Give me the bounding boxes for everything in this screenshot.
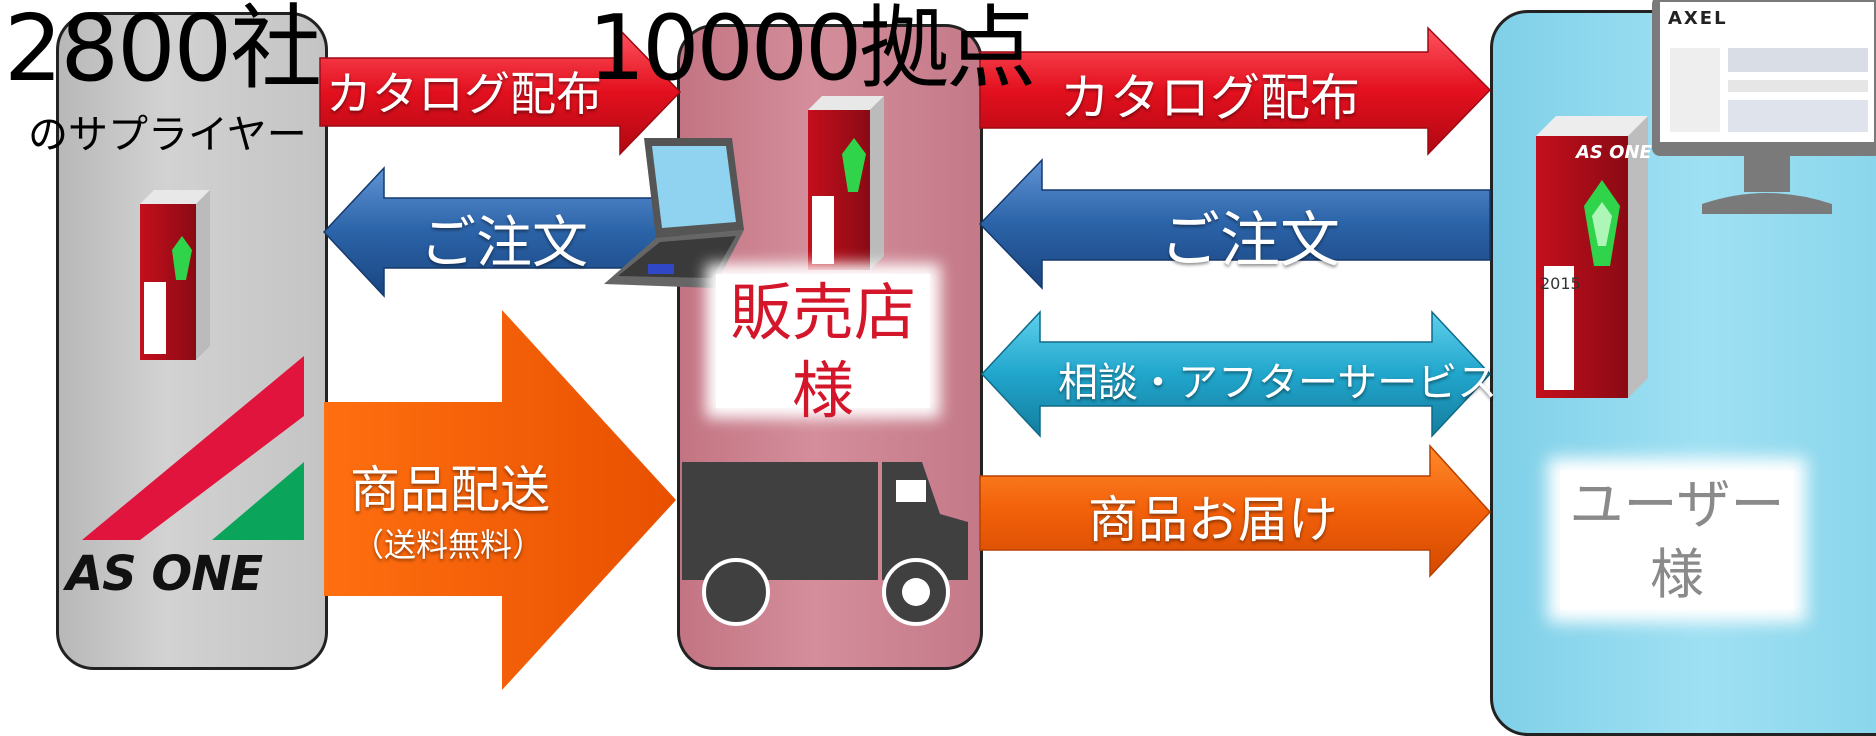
user-label-line1: ユーザー: [1569, 473, 1785, 536]
consult-arrow: [980, 310, 1492, 438]
as-one-logo: AS ONE: [66, 350, 312, 602]
delivery-arrow-left: [324, 310, 676, 690]
as-one-logo-text: AS ONE: [66, 546, 263, 602]
catalog-label-left: カタログ配布: [326, 67, 602, 121]
catalog-book-dealer: [808, 96, 884, 270]
catalog-book-supplier: [140, 190, 210, 360]
dealer-label-line1: 販売店: [729, 276, 916, 349]
laptop-icon: [604, 138, 754, 290]
catalog-arrow-left: [319, 28, 682, 156]
catalog-year: 2015: [1540, 274, 1581, 293]
catalog-brand: AS ONE: [1576, 142, 1652, 163]
dealer-label: 販売店 様: [716, 274, 930, 427]
delivery-label-left-sub: （送料無料）: [352, 526, 545, 564]
supplier-count: 2800社: [4, 0, 322, 102]
truck-icon: [682, 462, 968, 630]
delivery-label-right: 商品お届け: [1088, 491, 1338, 549]
dealer-label-line2: 様: [791, 354, 854, 427]
order-label-left: ご注文: [420, 211, 588, 276]
user-label: ユーザー 様: [1560, 470, 1794, 610]
order-arrow-right: [978, 158, 1491, 290]
monitor-brand: AXEL: [1668, 8, 1728, 29]
catalog-arrow-right: [979, 26, 1492, 156]
catalog-label-right: カタログ配布: [1060, 69, 1360, 127]
monitor-icon: AXEL: [1652, 0, 1876, 222]
consult-label: 相談・アフターサービス: [1058, 360, 1498, 406]
dealer-count: 10000拠点: [588, 0, 1036, 101]
order-label-right: ご注文: [1160, 206, 1340, 276]
user-label-line2: 様: [1650, 543, 1704, 606]
delivery-label-left-main: 商品配送: [350, 461, 550, 519]
catalog-book-user: AS ONE 2015: [1536, 116, 1652, 398]
delivery-arrow-right: [979, 444, 1492, 578]
supplier-subtitle: のサプライヤー: [28, 112, 307, 158]
